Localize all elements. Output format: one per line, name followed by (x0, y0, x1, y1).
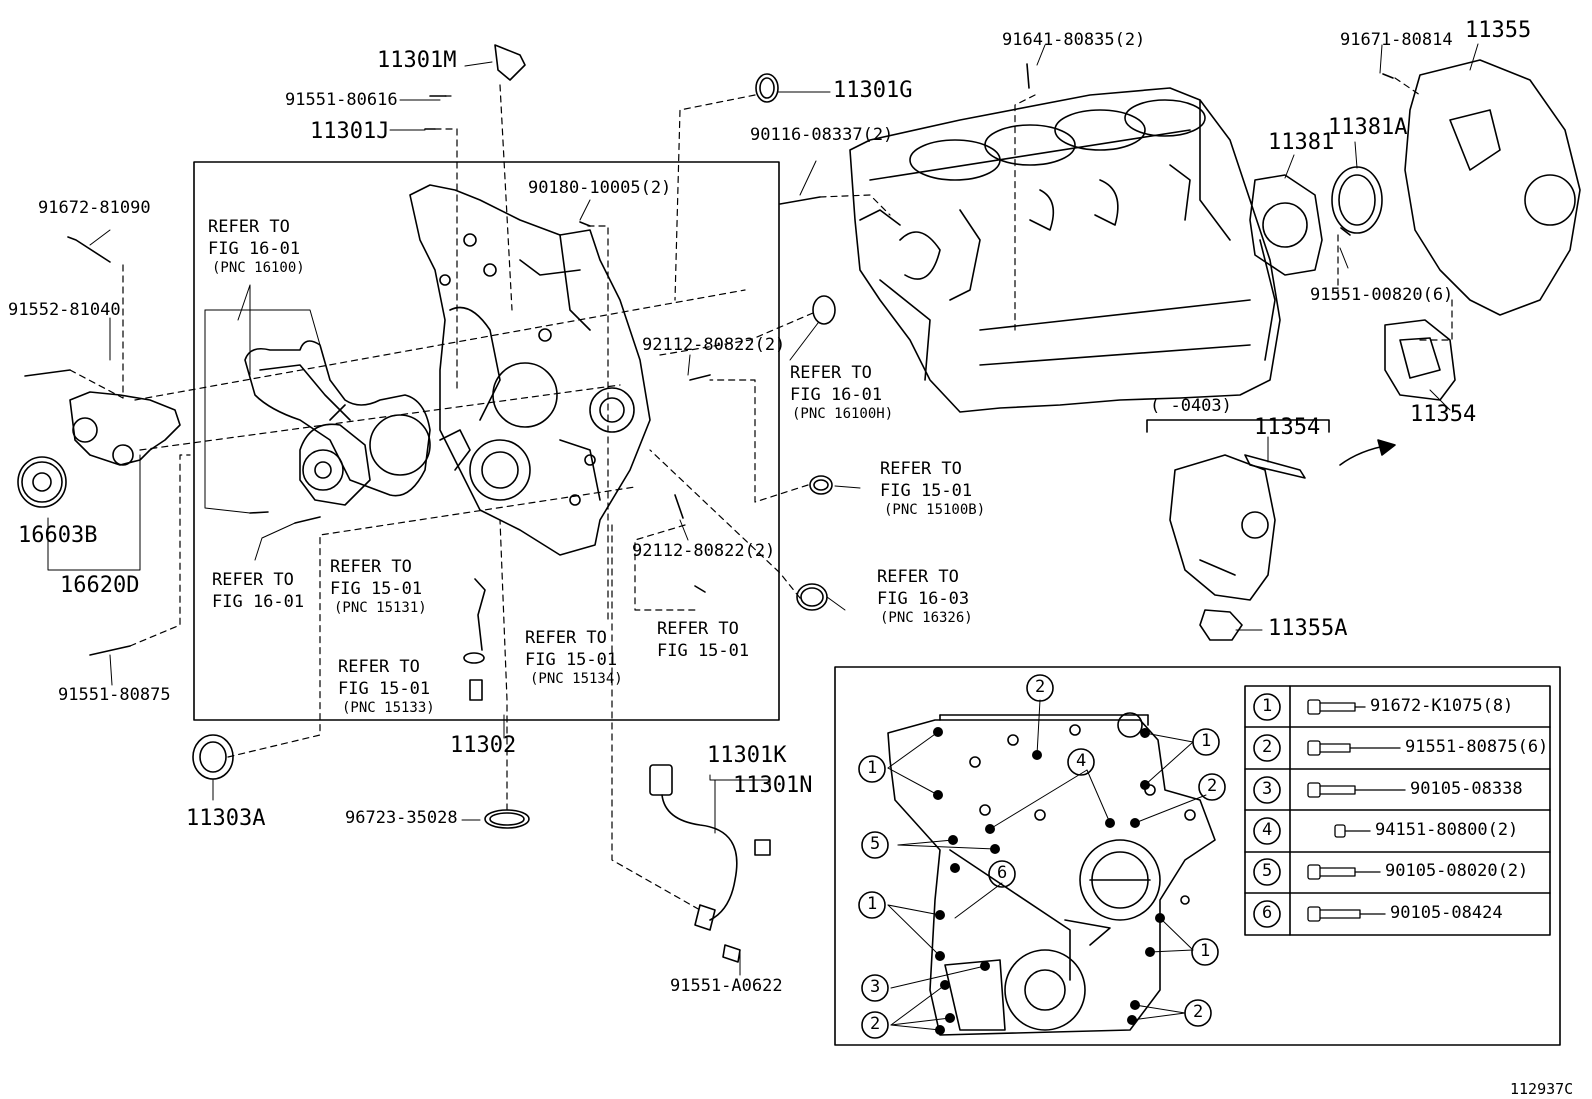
legend-circles (1253, 693, 1281, 928)
callout-6: 6 (997, 863, 1008, 883)
label-96723-35028: 96723-35028 (345, 808, 458, 828)
rear-oil-seal-drawing (1249, 166, 1383, 276)
label-91551-80875: 91551-80875 (58, 685, 171, 705)
label-11301M: 11301M (377, 48, 457, 73)
label-91551-80616: 91551-80616 (285, 90, 398, 110)
inset-cover-drawing (887, 712, 1216, 1036)
label-variant-range: ( -0403) (1150, 396, 1232, 416)
legend-num-3: 3 (1262, 779, 1273, 799)
seal-cover-11354-drawing (1384, 319, 1456, 401)
diagram-id: 112937C (1510, 1080, 1574, 1098)
refer-fig-16-01-b: REFER TO FIG 16-01 (790, 363, 883, 405)
label-91672-81090: 91672-81090 (38, 198, 151, 218)
refer-pnc-15133: (PNC 15133) (342, 700, 435, 716)
cylinder-block-drawing (849, 87, 1281, 413)
o-ring-upper (812, 295, 836, 325)
end-plate-variant-drawing (1169, 454, 1306, 641)
label-92112-80822-upper: 92112-80822(2) (642, 335, 786, 355)
idler-bracket-drawing (17, 391, 181, 508)
label-11301G: 11301G (833, 78, 913, 103)
legend-num-6: 6 (1262, 903, 1273, 923)
callout-3: 3 (870, 977, 881, 997)
callout-1: 1 (1201, 731, 1212, 751)
label-11302: 11302 (450, 733, 517, 758)
refer-fig-15-01-d: REFER TO FIG 15-01 (338, 657, 431, 699)
label-91552-81040: 91552-81040 (8, 300, 121, 320)
callout-5: 5 (870, 834, 881, 854)
o-ring-mid (809, 475, 833, 495)
label-11381: 11381 (1268, 130, 1335, 155)
legend-num-2: 2 (1262, 737, 1273, 757)
refer-fig-16-01-a: REFER TO FIG 16-01 (208, 217, 301, 259)
callout-4: 4 (1076, 751, 1087, 771)
refer-pnc-15134: (PNC 15134) (530, 671, 623, 687)
water-pump-drawing (244, 340, 431, 506)
label-91641-80835: 91641-80835(2) (1002, 30, 1146, 50)
callout-1: 1 (867, 758, 878, 778)
label-92112-80822-lower: 92112-80822(2) (632, 541, 776, 561)
callout-2: 2 (870, 1014, 881, 1034)
callout-2: 2 (1207, 776, 1218, 796)
legend-part-4: 94151-80800(2) (1375, 820, 1519, 840)
legend-bolt-icons (1307, 699, 1406, 922)
bolts (24, 63, 1394, 701)
refer-fig-16-03: REFER TO FIG 16-03 (877, 567, 970, 609)
timing-chain-cover-drawing (409, 184, 651, 556)
label-11355: 11355 (1465, 18, 1532, 43)
refer-pnc-16100: (PNC 16100) (212, 260, 305, 276)
refer-fig-15-01-a: REFER TO FIG 15-01 (880, 459, 973, 501)
refer-pnc-16326: (PNC 16326) (880, 610, 973, 626)
label-11301K: 11301K (707, 743, 787, 768)
callout-1: 1 (867, 894, 878, 914)
label-11381A: 11381A (1328, 115, 1408, 140)
label-11301J: 11301J (310, 119, 390, 144)
refer-pnc-15100B: (PNC 15100B) (884, 502, 986, 518)
label-11355A: 11355A (1268, 616, 1348, 641)
legend-part-1: 91672-K1075(8) (1370, 696, 1514, 716)
label-11303A: 11303A (186, 806, 266, 831)
variant-bracket (1146, 419, 1330, 433)
label-90116-08337: 90116-08337(2) (750, 125, 894, 145)
legend-num-5: 5 (1262, 861, 1273, 881)
bolt-location-inset (834, 666, 1561, 1046)
legend-num-1: 1 (1262, 696, 1273, 716)
label-91551-A0622: 91551-A0622 (670, 976, 783, 996)
inset-callout-circles (858, 674, 1226, 1039)
bolt-location-dots (933, 727, 1165, 1035)
label-91671-80814: 91671-80814 (1340, 30, 1453, 50)
label-11354-variant: 11354 (1254, 415, 1321, 440)
refer-fig-15-01-c: REFER TO FIG 15-01 (525, 628, 618, 670)
sensor-harness-drawing (649, 764, 771, 963)
refer-pnc-15131: (PNC 15131) (334, 600, 427, 616)
legend-part-5: 90105-08020(2) (1385, 861, 1529, 881)
label-91551-00820: 91551-00820(6) (1310, 285, 1454, 305)
callout-1: 1 (1200, 941, 1211, 961)
refer-fig-15-01-e: REFER TO FIG 15-01 (657, 619, 750, 661)
legend-part-2: 91551-80875(6) (1405, 737, 1549, 757)
label-16620D: 16620D (60, 573, 140, 598)
legend-num-4: 4 (1262, 820, 1273, 840)
legend-part-3: 90105-08338 (1410, 779, 1523, 799)
callout-2: 2 (1035, 677, 1046, 697)
label-90180-10005: 90180-10005(2) (528, 178, 672, 198)
label-11354-right: 11354 (1410, 402, 1477, 427)
refer-fig-15-01-b: REFER TO FIG 15-01 (330, 557, 423, 599)
label-16603B: 16603B (18, 523, 98, 548)
timing-cover-group-box (193, 161, 780, 721)
seal-11301G (755, 73, 779, 103)
cam-sensor-11301M (494, 44, 526, 81)
legend-part-6: 90105-08424 (1390, 903, 1503, 923)
refer-pnc-16100H: (PNC 16100H) (792, 406, 894, 422)
refer-fig-16-01-c: REFER TO FIG 16-01 (212, 570, 305, 612)
end-plate-drawing (1404, 59, 1581, 316)
label-11301N: 11301N (733, 773, 813, 798)
callout-2: 2 (1193, 1002, 1204, 1022)
